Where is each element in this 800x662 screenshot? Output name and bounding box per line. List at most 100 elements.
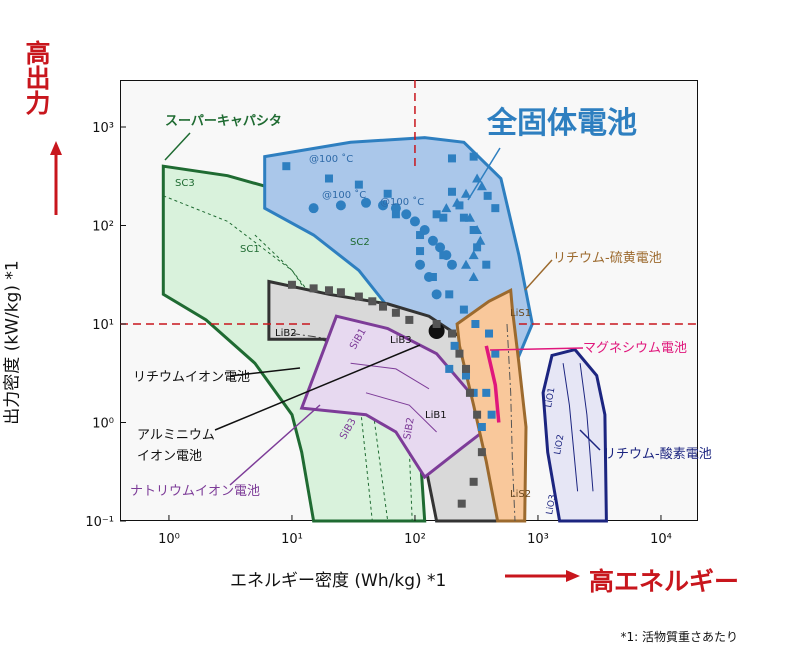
solid-state-square-7 [439, 213, 448, 222]
sib-curve-2 [365, 392, 437, 433]
lio3-label: LiO3 [545, 494, 558, 516]
solid-state-circle-9 [435, 242, 446, 253]
li-ion-square-11 [455, 349, 464, 358]
footnote: *1: 活物質重さあたり [620, 630, 739, 644]
solid-state-square-14 [447, 154, 456, 163]
lio1-label: LiO1 [544, 387, 557, 409]
solid-state-sub-3: @100 ˚C [380, 196, 424, 208]
solid-state-circle-12 [423, 272, 434, 283]
solid-state-square-4 [391, 210, 400, 219]
high-power-label: 高出力 [22, 40, 51, 115]
solid-state-circle-7 [419, 225, 430, 236]
solid-state-square-8 [447, 187, 456, 196]
li-ion-square-1 [309, 284, 318, 293]
magnesium-pointer [489, 347, 584, 351]
li-ion-square-2 [324, 286, 333, 295]
solid-state-square-11 [469, 226, 478, 235]
lib3-label: LiB3 [390, 335, 412, 346]
solid-state-triangle-8 [468, 250, 479, 260]
solid-state-square-12 [473, 243, 482, 252]
solid-state-triangle-5 [464, 212, 475, 222]
li-ion-square-13 [465, 388, 474, 397]
y-tick-label-4: 10³ [92, 121, 114, 136]
solid-state-square-19 [416, 247, 425, 256]
x-tick-label-4: 10⁴ [650, 532, 672, 547]
solid-state-square-16 [483, 191, 492, 200]
li-ion-square-7 [391, 308, 400, 317]
solid-state-pointer [467, 147, 501, 201]
solid-state-square-23 [471, 319, 480, 328]
solid-state-square-17 [491, 204, 500, 213]
x-tick-label-0: 10⁰ [158, 532, 180, 547]
solid-state-square-3 [383, 189, 392, 198]
lis-curve [506, 323, 516, 522]
solid-state-circle-1 [335, 200, 346, 211]
solid-state-square-29 [445, 364, 454, 373]
sc1-label: SC1 [240, 244, 260, 255]
sodium-ion-pointer [229, 404, 321, 486]
lithium-sulfur-label: リチウム-硫黄電池 [553, 251, 662, 266]
y-axis-label: 出力密度 (kW/kg) *1 [2, 260, 23, 425]
lio-curve-1 [562, 363, 579, 492]
solid-state-circle-11 [415, 259, 426, 270]
aluminum-label-line2: イオン電池 [137, 449, 202, 464]
solid-state-square-32 [477, 423, 486, 432]
solid-state-square-10 [459, 213, 468, 222]
lis1-label: LiS1 [510, 308, 531, 319]
solid-state-triangle-2 [461, 188, 472, 198]
solid-state-square-21 [445, 290, 454, 299]
solid-state-square-30 [462, 371, 471, 380]
solid-state-triangle-1 [452, 197, 463, 207]
li-ion-square-6 [379, 302, 388, 311]
li-ion-square-8 [405, 315, 414, 324]
solid-state-square-26 [482, 388, 491, 397]
solid-state-circle-10 [441, 250, 452, 261]
solid-state-triangle-10 [468, 272, 479, 282]
solid-state-square-15 [469, 152, 478, 161]
solid-state-triangle-4 [476, 181, 487, 191]
lio-curve-2 [579, 363, 594, 492]
lis2-label: LiS2 [510, 489, 531, 500]
lithium-sulfur-pointer [524, 259, 553, 291]
high-energy-label: 高エネルギー [589, 567, 740, 596]
solid-state-circle-2 [361, 197, 372, 208]
solid-state-square-27 [487, 410, 496, 419]
lithium-oxygen-label: リチウム-酸素電池 [603, 447, 712, 462]
solid-state-square-2 [354, 180, 363, 189]
y-tick-label-1: 10⁰ [92, 416, 114, 431]
lio2-label: LiO2 [553, 434, 566, 456]
y-tick-label-2: 10¹ [92, 318, 114, 333]
li-ion-square-16 [469, 477, 478, 486]
solid-state-square-13 [482, 260, 491, 269]
solid-state-circle-4 [390, 203, 401, 214]
supercapacitor-pointer [164, 132, 191, 161]
sc2-label: SC2 [350, 237, 370, 248]
magnesium-label: マグネシウム電池 [583, 341, 687, 356]
lib1-label: LiB1 [425, 410, 447, 421]
solid-state-square-0 [282, 162, 291, 171]
solid-state-triangle-0 [441, 203, 452, 213]
lithium-oxygen-pointer [579, 429, 601, 451]
solid-state-triangle-7 [475, 235, 486, 245]
solid-state-circle-8 [427, 235, 438, 246]
sib-curve-1 [350, 362, 430, 390]
y-tick-label-3: 10² [92, 219, 114, 234]
aluminum-label-line1: アルミニウム [137, 428, 215, 443]
solid-state-square-28 [450, 341, 459, 350]
magnesium-line [484, 345, 501, 423]
solid-state-square-1 [324, 174, 333, 183]
li-ion-square-9 [432, 319, 441, 328]
solid-state-circle-6 [409, 216, 420, 227]
solid-state-square-24 [485, 329, 494, 338]
x-tick-label-3: 10³ [527, 532, 549, 547]
li-ion-square-10 [447, 329, 456, 338]
solid-state-circle-3 [378, 200, 389, 211]
solid-state-circle-13 [431, 289, 442, 300]
lithium-ion-label: リチウムイオン電池 [133, 370, 250, 385]
solid-state-square-25 [491, 349, 500, 358]
solid-state-triangle-9 [461, 259, 472, 269]
y-tick-label-0: 10⁻¹ [85, 515, 114, 530]
x-tick-label-2: 10² [404, 532, 426, 547]
